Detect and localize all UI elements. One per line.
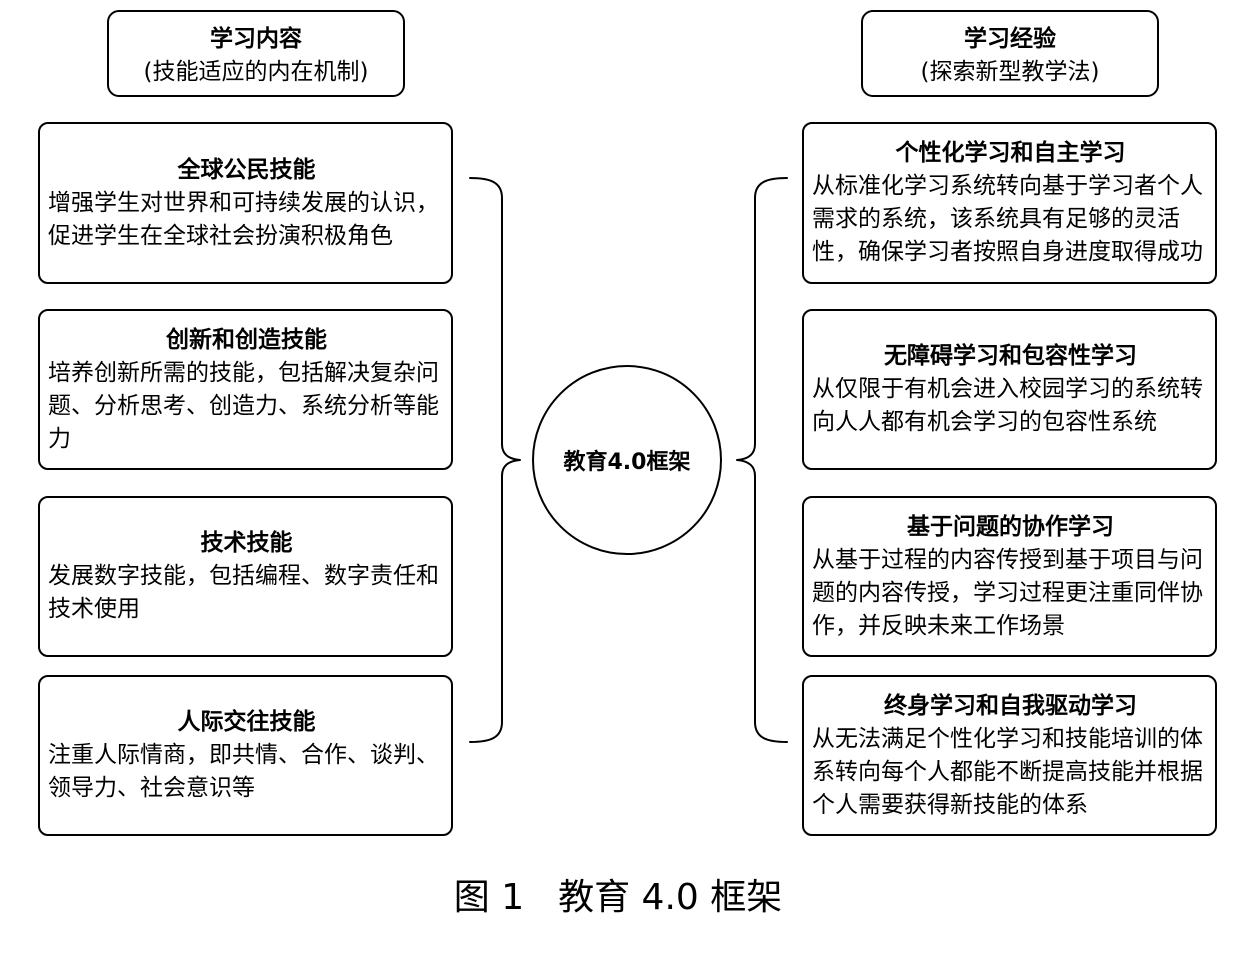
header-title: 学习经验 bbox=[964, 25, 1056, 52]
item-desc-line: 系转向每个人都能不断提高技能并根据 bbox=[812, 758, 1203, 785]
item-desc-line: 注重人际情商，即共情、合作、谈判、 bbox=[48, 742, 439, 768]
item-desc-line: 题、分析思考、创造力、系统分析等能 bbox=[48, 392, 439, 419]
item-desc-line: 从无法满足个性化学习和技能培训的体 bbox=[812, 725, 1203, 752]
item-desc-line: 增强学生对世界和可持续发展的认识， bbox=[48, 189, 439, 216]
header-title: 学习内容 bbox=[210, 25, 302, 52]
item-title: 人际交往技能 bbox=[177, 709, 316, 735]
item-title: 全球公民技能 bbox=[177, 156, 316, 183]
item-title: 个性化学习和自主学习 bbox=[895, 140, 1126, 166]
left-item-innovation-creativity-skills: 创新和创造技能 培养创新所需的技能，包括解决复杂问 题、分析思考、创造力、系统分… bbox=[38, 309, 453, 470]
right-item-personalized-self-paced-learning: 个性化学习和自主学习 从标准化学习系统转向基于学习者个人 需求的系统，该系统具有… bbox=[802, 122, 1217, 284]
left-item-technology-skills: 技术技能 发展数字技能，包括编程、数字责任和 技术使用 bbox=[38, 496, 453, 657]
learning-content-header: 学习内容 (技能适应的内在机制) bbox=[107, 10, 405, 97]
learning-experience-header: 学习经验 (探索新型教学法) bbox=[861, 10, 1159, 97]
center-label: 教育4.0框架 bbox=[563, 450, 691, 475]
item-desc-line: 培养创新所需的技能，包括解决复杂问 bbox=[48, 359, 439, 386]
item-desc-line: 题的内容传授，学习过程更注重同伴协 bbox=[812, 579, 1203, 606]
figure-caption: 图 1 教育 4.0 框架 bbox=[0, 872, 1236, 924]
header-subtitle: (技能适应的内在机制) bbox=[143, 58, 369, 85]
right-item-lifelong-self-driven-learning: 终身学习和自我驱动学习 从无法满足个性化学习和技能培训的体 系转向每个人都能不断… bbox=[802, 675, 1217, 836]
caption-title: 教育 4.0 框架 bbox=[558, 877, 783, 918]
right-item-accessible-inclusive-learning: 无障碍学习和包容性学习 从仅限于有机会进入校园学习的系统转 向人人都有机会学习的… bbox=[802, 309, 1217, 470]
item-desc-line: 发展数字技能，包括编程、数字责任和 bbox=[48, 563, 439, 589]
item-title: 创新和创造技能 bbox=[166, 326, 327, 353]
item-desc-line: 个人需要获得新技能的体系 bbox=[812, 791, 1088, 818]
item-title: 基于问题的协作学习 bbox=[907, 513, 1114, 540]
right-item-problem-based-collaborative-learning: 基于问题的协作学习 从基于过程的内容传授到基于项目与问 题的内容传授，学习过程更… bbox=[802, 496, 1217, 657]
item-desc-line: 力 bbox=[48, 425, 71, 452]
item-desc-line: 技术使用 bbox=[48, 596, 140, 622]
item-desc-line: 从仅限于有机会进入校园学习的系统转 bbox=[812, 376, 1203, 402]
item-title: 技术技能 bbox=[200, 530, 293, 556]
caption-label: 图 1 bbox=[453, 877, 525, 918]
center-framework-circle: 教育4.0框架 bbox=[532, 365, 722, 555]
item-desc-line: 性，确保学习者按照自身进度取得成功 bbox=[812, 239, 1203, 265]
item-title: 无障碍学习和包容性学习 bbox=[884, 343, 1137, 369]
item-desc-line: 促进学生在全球社会扮演积极角色 bbox=[48, 222, 393, 249]
item-desc-line: 作，并反映未来工作场景 bbox=[812, 612, 1065, 639]
item-desc-line: 向人人都有机会学习的包容性系统 bbox=[812, 409, 1157, 435]
item-title: 终身学习和自我驱动学习 bbox=[884, 692, 1137, 719]
left-item-global-citizenship-skills: 全球公民技能 增强学生对世界和可持续发展的认识， 促进学生在全球社会扮演积极角色 bbox=[38, 122, 453, 284]
right-brace bbox=[736, 177, 788, 743]
header-subtitle: (探索新型教学法) bbox=[920, 58, 1100, 85]
item-desc-line: 需求的系统，该系统具有足够的灵活 bbox=[812, 206, 1180, 232]
item-desc-line: 从标准化学习系统转向基于学习者个人 bbox=[812, 173, 1203, 199]
item-desc-line: 领导力、社会意识等 bbox=[48, 775, 255, 801]
left-brace bbox=[469, 177, 521, 743]
item-desc-line: 从基于过程的内容传授到基于项目与问 bbox=[812, 546, 1203, 573]
left-item-interpersonal-skills: 人际交往技能 注重人际情商，即共情、合作、谈判、 领导力、社会意识等 bbox=[38, 675, 453, 836]
